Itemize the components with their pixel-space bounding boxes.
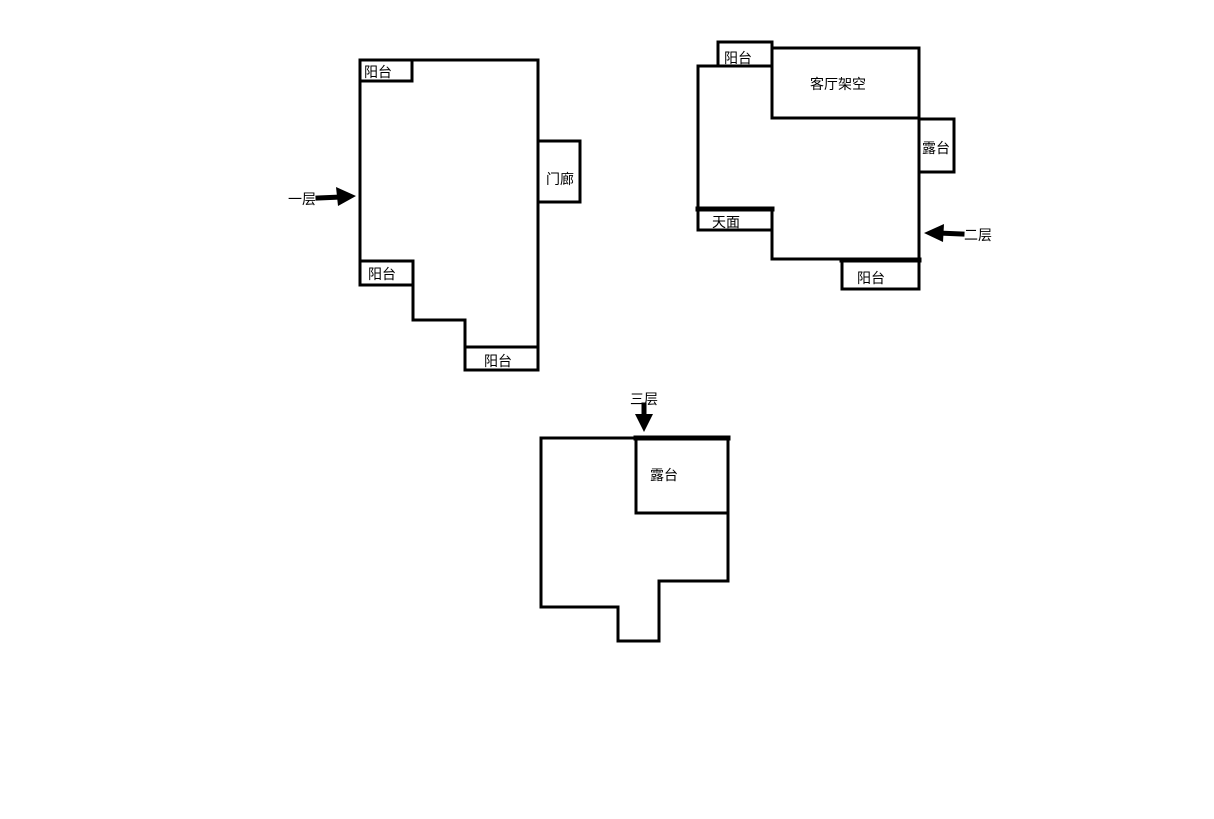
third-floor-terrace-label: 露台 (650, 468, 678, 484)
second-floor-balcony-top-label: 阳台 (724, 51, 752, 67)
third-floor-plan: 露台 三层 (539, 392, 731, 643)
second-floor-terrace-box (917, 117, 956, 174)
third-floor-label: 三层 (630, 392, 658, 408)
third-floor-outline (539, 436, 730, 643)
second-floor-balcony-top-box (716, 40, 774, 68)
first-floor-balcony-top-box (358, 58, 414, 83)
first-floor-porch-box (536, 139, 582, 204)
second-floor-plan: 阳台 客厅架空 露台 天面 阳台 二层 (695, 40, 992, 291)
first-floor-balcony-top-label: 阳台 (364, 65, 392, 81)
first-floor-porch-label: 门廊 (546, 171, 574, 188)
first-floor-outline (358, 58, 540, 372)
first-floor-plan: 阳台 门廊 阳台 阳台 一层 (288, 58, 582, 372)
first-floor-balcony-bottom-label: 阳台 (484, 354, 512, 370)
first-floor-balcony-mid-label: 阳台 (368, 267, 396, 283)
second-floor-terrace-label: 露台 (922, 141, 950, 157)
second-floor-left-wing (696, 64, 774, 232)
second-floor-living-void-label: 客厅架空 (810, 76, 866, 93)
first-floor-label: 一层 (288, 192, 316, 208)
third-floor-entry-arrow (635, 402, 653, 432)
first-floor-entry-arrow (315, 187, 356, 206)
second-floor-entry-arrow (924, 224, 965, 242)
second-floor-label: 二层 (964, 228, 992, 244)
second-floor-roof-label: 天面 (712, 215, 740, 231)
second-floor-balcony-bottom-label: 阳台 (857, 271, 885, 287)
